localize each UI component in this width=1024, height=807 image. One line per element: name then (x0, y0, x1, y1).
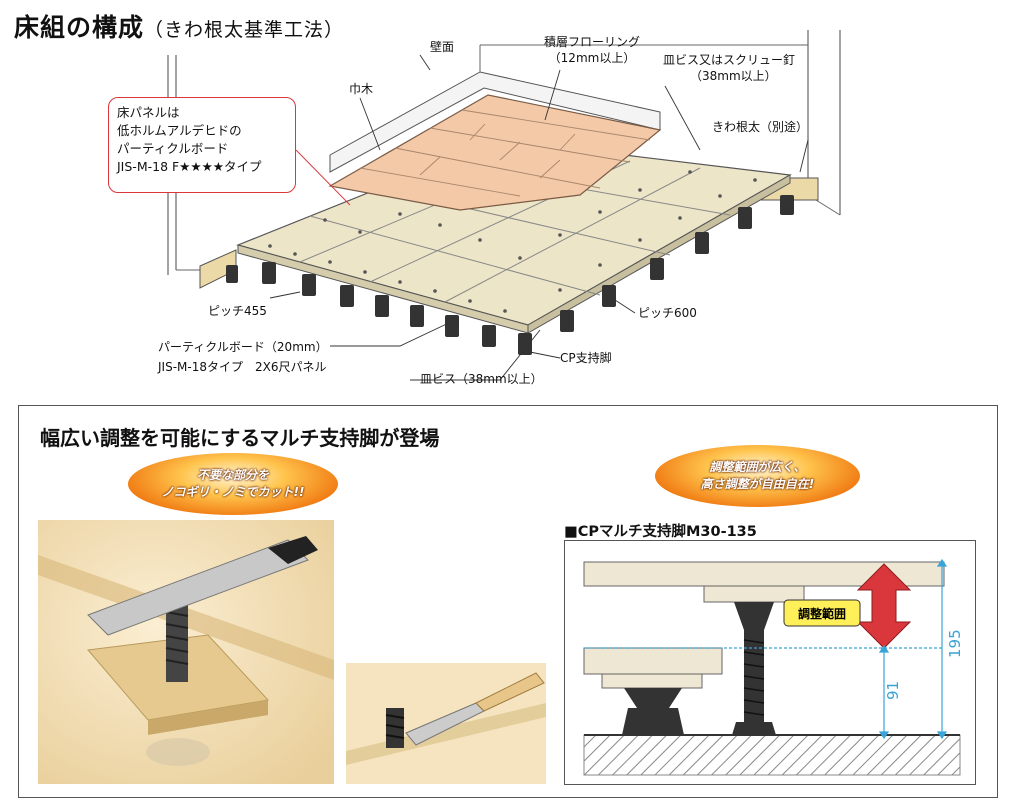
screw-bottom-label: 皿ビス（38mm以上） (420, 372, 543, 386)
title-main: 床組の構成 (14, 13, 145, 42)
particle-board-label-1: パーティクルボード（20mm） (158, 340, 328, 354)
adjust-pill: 調整範囲が広く、 高さ調整が自由自在! (655, 445, 860, 507)
callout-line: 床パネルは (117, 105, 180, 120)
pitch-455-label: ピッチ455 (208, 304, 267, 318)
support-feet (226, 195, 794, 355)
baseboard-label: 巾木 (349, 82, 374, 96)
dim-195: 195 (946, 629, 964, 658)
title-sub: （きわ根太基準工法） (144, 19, 345, 41)
particle-board-label-2: JIS-M-18タイプ 2X6尺パネル (158, 360, 327, 374)
page-title: 床組の構成（きわ根太基準工法） (14, 8, 344, 44)
multi-support-panel (18, 405, 998, 798)
pill-right-line: 高さ調整が自由自在! (700, 477, 815, 491)
support-leg-diagram: 調整範囲 91 195 (583, 558, 964, 776)
wall-label: 壁面 (430, 40, 455, 54)
flooring-label-1: 積層フローリング (543, 35, 640, 49)
cut-pill: 不要な部分を ノコギリ・ノミでカット!! (128, 453, 338, 515)
chisel-cut-illustration (346, 663, 546, 784)
callout-line: JIS-M-18 F★★★★タイプ (117, 159, 262, 174)
flooring-boards (359, 109, 651, 197)
screw-top-label-1: 皿ビス又はスクリュー釘 (663, 53, 796, 67)
spec-box (564, 540, 976, 785)
pill-right-line: 調整範囲が広く、 (709, 460, 806, 474)
bottom-title: 幅広い調整を可能にするマルチ支持脚が登場 (40, 426, 440, 450)
floor-structure-diagram (167, 30, 841, 381)
support-label: CP支持脚 (560, 351, 612, 365)
adjust-label: 調整範囲 (798, 606, 846, 621)
screw-dots (268, 170, 757, 313)
pill-left-line: ノコギリ・ノミでカット!! (161, 485, 305, 499)
pill-left-line: 不要な部分を (196, 468, 269, 482)
leader-lines (269, 54, 809, 381)
dim-91: 91 (884, 681, 902, 700)
panel-callout: 床パネルは 低ホルムアルデヒドの パーティクルボード JIS-M-18 F★★★… (108, 97, 296, 193)
pitch-600-label: ピッチ600 (638, 306, 697, 320)
edge-joist-label: きわ根太（別途） (712, 120, 809, 134)
saw-cut-illustration (38, 520, 334, 784)
callout-line: 低ホルムアルデヒドの (117, 123, 242, 138)
flooring-label-2: （12mm以上） (548, 51, 636, 65)
callout-line: パーティクルボード (117, 141, 229, 156)
laminated-flooring (328, 94, 662, 211)
screw-top-label-2: （38mm以上） (690, 69, 777, 83)
spec-title: ■CPマルチ支持脚M30-135 (564, 524, 757, 540)
